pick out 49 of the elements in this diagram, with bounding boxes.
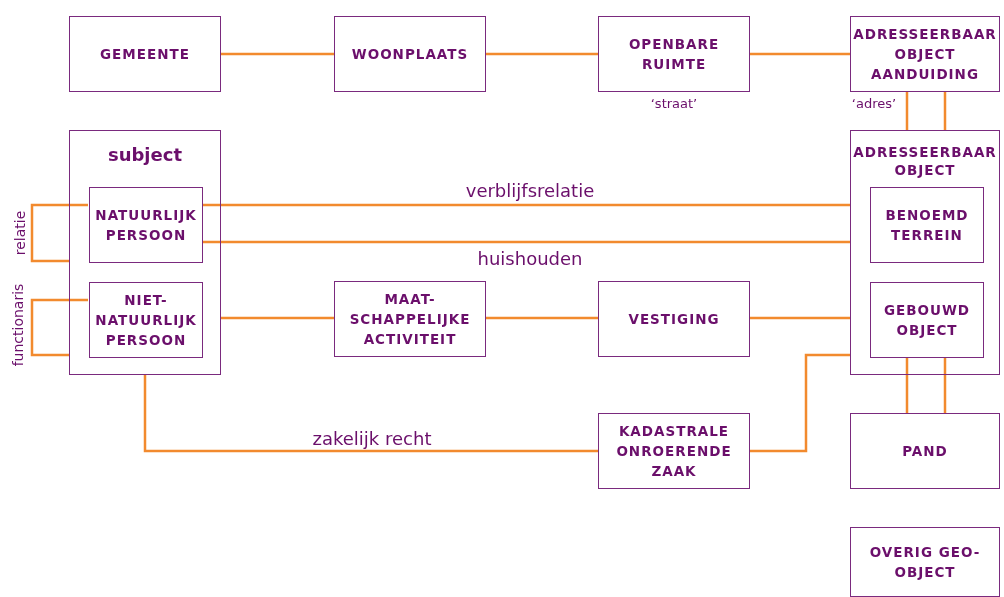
box-label: VESTIGING [627, 309, 721, 329]
entity-box [850, 527, 1000, 597]
box-label: ADRESSEERBAAR OBJECT AANDUIDING [852, 24, 998, 85]
connector-line [30, 203, 88, 263]
entity-box [89, 187, 203, 263]
connector-line [202, 203, 850, 207]
entity-box [69, 16, 221, 92]
box-label: WOONPLAATS [350, 44, 470, 64]
box-label: GEBOUWD OBJECT [882, 300, 972, 340]
box-label: MAAT-SCHAPPELIJKE ACTIVITEIT [348, 289, 472, 350]
entity-box [334, 16, 486, 92]
group-title: subject [106, 143, 184, 167]
entity-box [870, 282, 984, 358]
connector-line [905, 357, 909, 413]
box-label: OVERIG GEO-OBJECT [868, 542, 982, 582]
connector-line [750, 353, 850, 453]
box-label: NIET-NATUURLIJK PERSOON [94, 290, 198, 351]
group-box [69, 130, 221, 375]
entity-box [598, 413, 750, 489]
connector-line [486, 52, 598, 56]
connector-line [221, 316, 334, 320]
connector-line [221, 52, 334, 56]
box-label: OPENBARE RUIMTE [627, 34, 721, 74]
box-label: PAND [901, 441, 949, 461]
node-caption: ‘adres’ [851, 96, 897, 111]
edge-label: functionaris [10, 281, 26, 369]
box-label: GEMEENTE [99, 44, 191, 64]
box-label: BENOEMD TERREIN [884, 205, 970, 245]
connector-line [750, 52, 850, 56]
entity-box [598, 16, 750, 92]
group-box [850, 130, 1000, 375]
box-label: NATUURLIJK PERSOON [94, 205, 198, 245]
connector-line [202, 240, 850, 244]
connector-line [486, 316, 598, 320]
connector-line [750, 316, 850, 320]
node-caption: ‘straat’ [650, 96, 698, 111]
box-label: KADASTRALE ONROERENDE ZAAK [615, 421, 733, 482]
entity-box [870, 187, 984, 263]
entity-box [850, 413, 1000, 489]
connector-line [943, 92, 947, 130]
connector-line [943, 357, 947, 413]
entity-box [89, 282, 203, 358]
entity-box [334, 281, 486, 357]
group-title: ADRESSEERBAAR OBJECT [852, 143, 998, 180]
connector-line [905, 92, 909, 130]
entity-box [598, 281, 750, 357]
connector-line [30, 298, 88, 357]
entity-box [850, 16, 1000, 92]
connector-line [143, 375, 598, 453]
